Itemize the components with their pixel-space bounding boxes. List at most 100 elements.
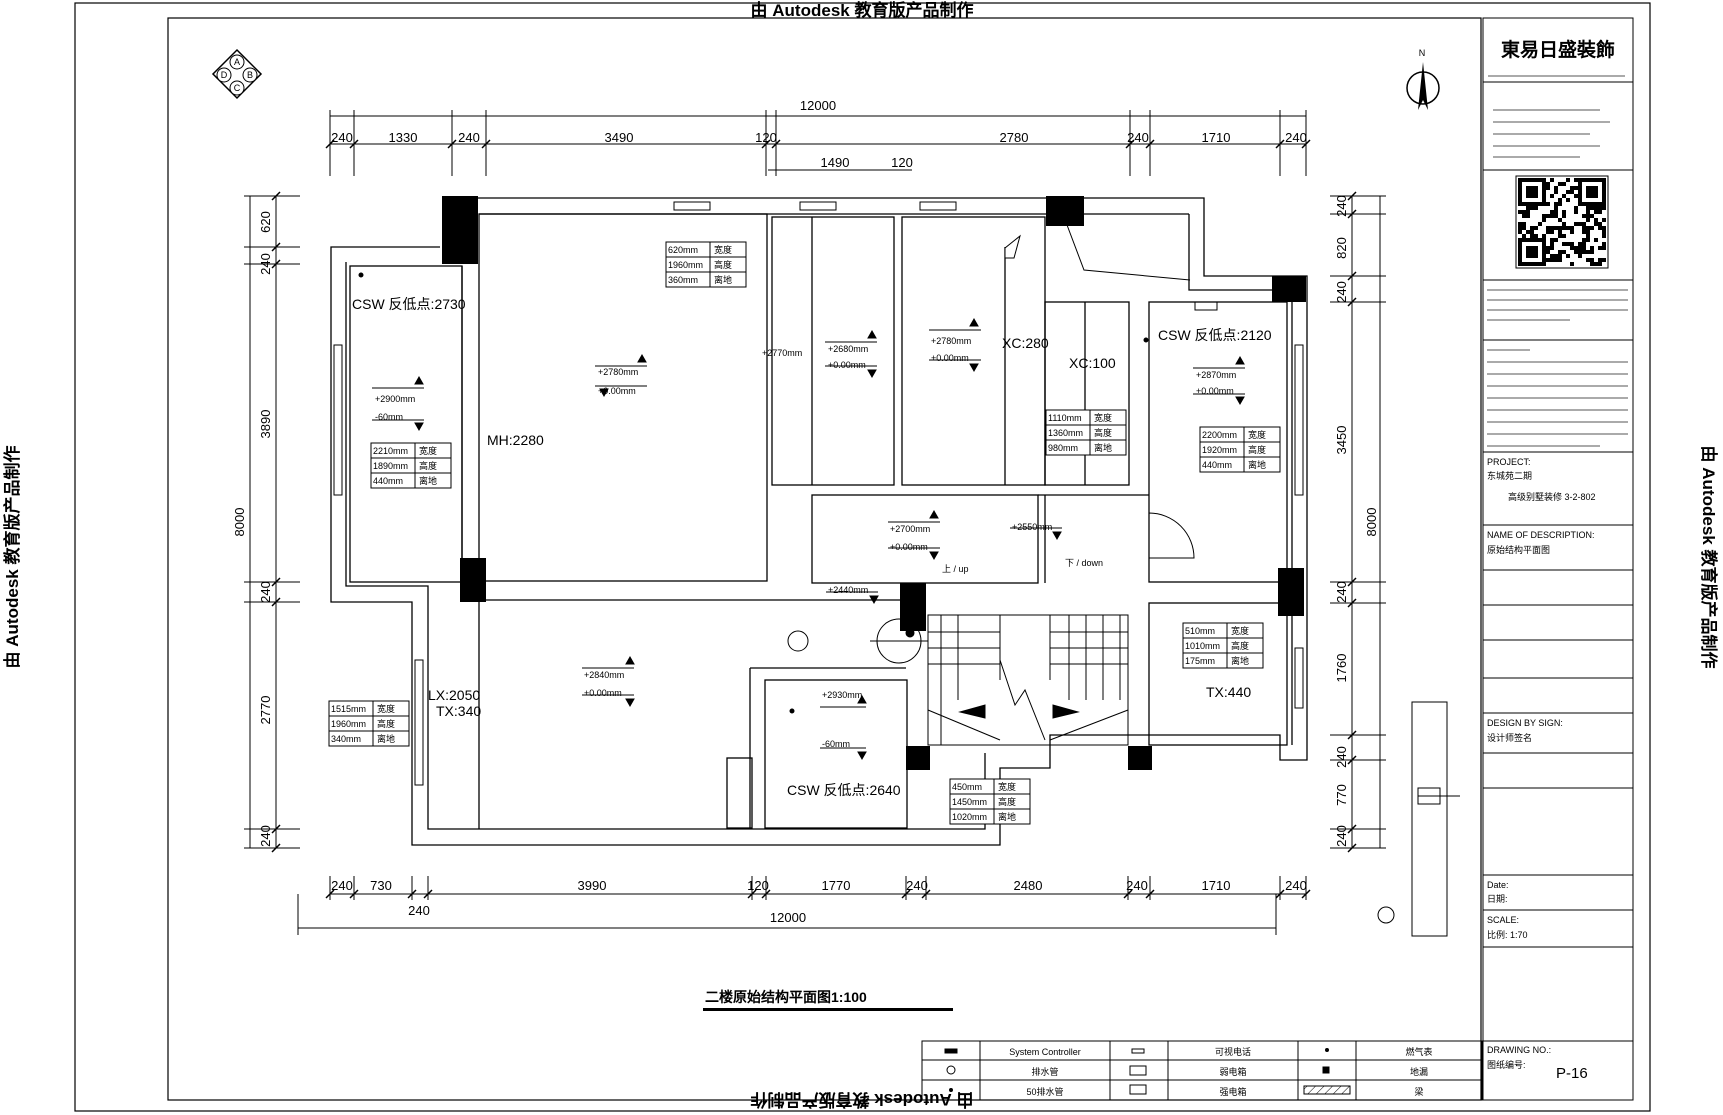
dim-slash — [1347, 191, 1357, 201]
qr-module — [1598, 206, 1602, 210]
index-symbol: A B C D — [211, 48, 263, 100]
top-dimensions — [330, 115, 1306, 171]
dim-slash — [271, 259, 281, 269]
room-mh: MH:2280 — [487, 432, 544, 448]
right-dimensions — [1351, 196, 1381, 848]
qr-module — [1586, 238, 1590, 242]
outer-border — [74, 2, 1651, 1112]
left-seg-1: 240 — [258, 253, 273, 275]
window-table-value: 2200mm — [1202, 430, 1237, 440]
date-label: Date: — [1487, 880, 1509, 890]
room-xc-1: XC:280 — [1002, 335, 1049, 351]
left-seg-4: 2770 — [258, 696, 273, 725]
qr-module — [1562, 194, 1566, 198]
dim-slash — [325, 889, 335, 899]
dim-slash — [1347, 598, 1357, 608]
qr-module — [1546, 214, 1550, 218]
window-table-key: 离地 — [419, 475, 437, 486]
drawing-no-value: 图纸编号: — [1487, 1059, 1526, 1070]
dim-slash — [1347, 577, 1357, 587]
window-table-key: 高度 — [998, 796, 1016, 807]
qr-module — [1594, 206, 1598, 210]
dim-slash — [1145, 139, 1155, 149]
window-table-frame — [370, 442, 452, 489]
dim-slash — [349, 889, 359, 899]
dim-slash — [407, 889, 417, 899]
qr-module — [1550, 214, 1554, 218]
right-seg-1: 820 — [1334, 237, 1349, 259]
qr-module — [1558, 234, 1562, 238]
legend-label: 可视电话 — [1215, 1046, 1251, 1057]
qr-module — [1574, 222, 1578, 226]
qr-module — [1570, 262, 1574, 266]
left-seg-2: 3890 — [258, 410, 273, 439]
qr-module — [1534, 226, 1538, 230]
dim-slash — [761, 889, 771, 899]
qr-module — [1554, 258, 1558, 262]
qr-module — [1530, 226, 1534, 230]
dim-slash — [1145, 889, 1155, 899]
qr-module — [1554, 206, 1558, 210]
qr-module — [1582, 226, 1586, 230]
level-7-top: +2550mm — [1012, 522, 1052, 532]
window-table-frame — [1182, 622, 1264, 669]
qr-finder-core — [1526, 246, 1538, 258]
top-seg-5: 2780 — [1000, 130, 1029, 145]
qr-module — [1594, 238, 1598, 242]
bottom-total: 12000 — [770, 910, 806, 925]
qr-module — [1602, 242, 1606, 246]
top-seg-0: 240 — [331, 130, 353, 145]
qr-module — [1554, 210, 1558, 214]
qr-module — [1594, 262, 1598, 266]
qr-module — [1526, 210, 1530, 214]
qr-module — [1578, 250, 1582, 254]
watermark-bottom: 由 Autodesk 教育版产品制作 — [751, 1090, 974, 1110]
qr-module — [1542, 234, 1546, 238]
window-table-key: 离地 — [377, 733, 395, 744]
qr-module — [1526, 230, 1530, 234]
qr-module — [1570, 230, 1574, 234]
qr-module — [1534, 206, 1538, 210]
bottom-seg-1: 730 — [370, 878, 392, 893]
qr-module — [1574, 178, 1578, 182]
qr-module — [1602, 258, 1606, 262]
level-1-bottom: +0.00mm — [598, 386, 636, 396]
dim-slash — [1301, 889, 1311, 899]
top-seg-8: 240 — [1285, 130, 1307, 145]
window-table-value: 1960mm — [331, 719, 366, 729]
qr-module — [1526, 206, 1530, 210]
left-seg-0: 620 — [258, 211, 273, 233]
qr-module — [1554, 202, 1558, 206]
bottom-seg-4: 1770 — [822, 878, 851, 893]
qr-module — [1530, 230, 1534, 234]
window-table-value: 1450mm — [952, 797, 987, 807]
qr-module — [1546, 186, 1550, 190]
level-1-top: +2780mm — [598, 367, 638, 377]
qr-module — [1554, 226, 1558, 230]
dim-slash — [1347, 824, 1357, 834]
qr-module — [1546, 230, 1550, 234]
legend-label: 强电箱 — [1219, 1086, 1246, 1097]
window-table-value: 1110mm — [1048, 413, 1082, 423]
level-4-bottom: +0.00mm — [931, 353, 969, 363]
window-table-key: 离地 — [1231, 655, 1249, 666]
qr-module — [1602, 230, 1606, 234]
qr-module — [1522, 210, 1526, 214]
qr-module — [1562, 210, 1566, 214]
index-a: A — [234, 57, 240, 67]
qr-module — [1578, 242, 1582, 246]
right-dimension-ticks — [1330, 191, 1386, 853]
window-table-value: 340mm — [331, 734, 361, 744]
index-d: D — [221, 70, 228, 80]
legend-label: System Controller — [1009, 1047, 1081, 1057]
qr-module — [1554, 254, 1558, 258]
qr-module — [1566, 242, 1570, 246]
dim-slash — [1301, 139, 1311, 149]
window-table-value: 510mm — [1185, 626, 1215, 636]
qr-module — [1558, 182, 1562, 186]
window-table-frame — [949, 778, 1031, 825]
scale-label: SCALE: — [1487, 915, 1519, 925]
